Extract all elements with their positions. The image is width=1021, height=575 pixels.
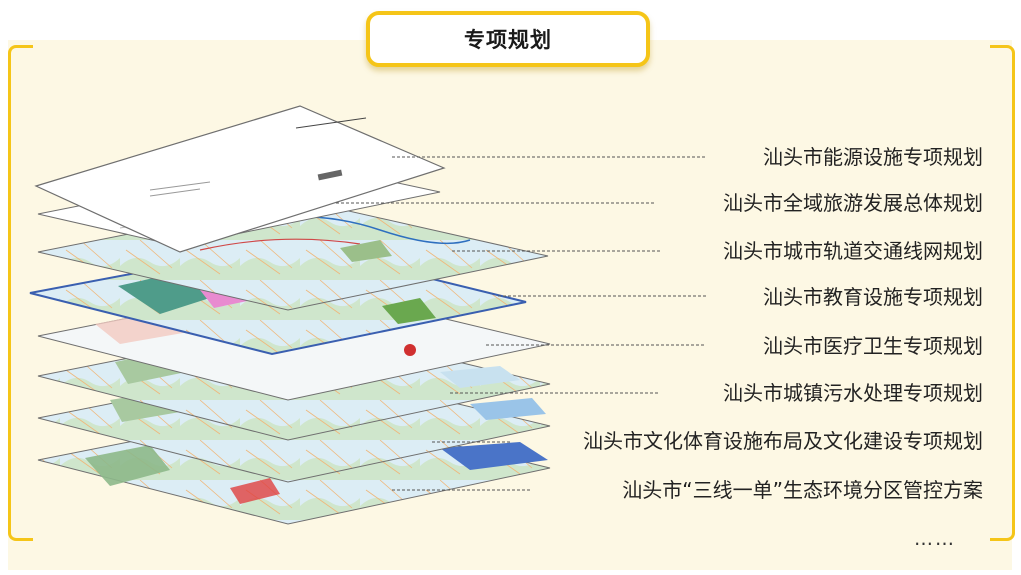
plan-label-education: 汕头市教育设施专项规划 — [763, 285, 983, 309]
plan-label-culture-sports: 汕头市文化体育设施布局及文化建设专项规划 — [583, 429, 983, 453]
left-bracket — [8, 45, 33, 541]
plan-label-ecology: 汕头市“三线一单”生态环境分区管控方案 — [622, 478, 983, 502]
more-ellipsis: …… — [914, 528, 956, 550]
plan-label-sewage: 汕头市城镇污水处理专项规划 — [723, 381, 983, 405]
plan-label-rail-transit: 汕头市城市轨道交通线网规划 — [723, 239, 983, 263]
plan-label-tourism: 汕头市全域旅游发展总体规划 — [723, 191, 983, 215]
plan-label-medical: 汕头市医疗卫生专项规划 — [763, 334, 983, 358]
page-title: 专项规划 — [464, 28, 552, 52]
right-bracket — [990, 45, 1015, 541]
plan-label-energy: 汕头市能源设施专项规划 — [763, 145, 983, 169]
title-box: 专项规划 — [366, 11, 650, 67]
leader-lines — [336, 156, 706, 491]
plan-sheet-1 — [34, 105, 446, 253]
